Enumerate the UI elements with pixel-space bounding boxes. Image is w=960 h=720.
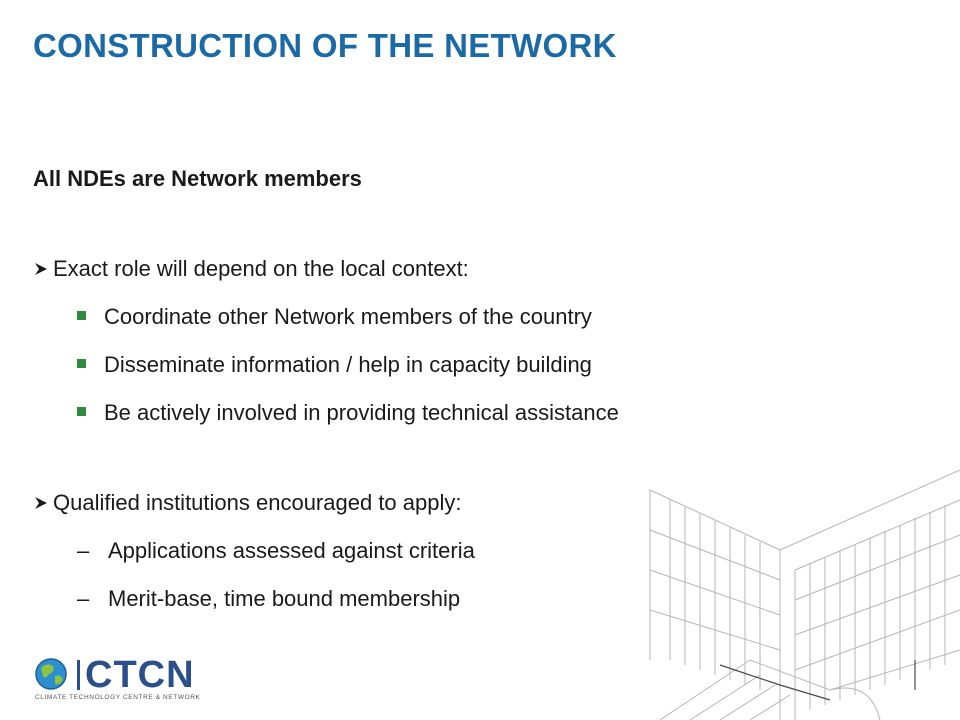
building-illustration: [649, 469, 960, 720]
square-bullet-icon: [77, 310, 86, 320]
list-item: – Merit-base, time bound membership: [77, 586, 460, 612]
dash-bullet: –: [77, 586, 90, 611]
list-item-text: Applications assessed against criteria: [108, 538, 475, 563]
logo-subtitle: CLIMATE TECHNOLOGY CENTRE & NETWORK: [35, 694, 201, 701]
dash-bullet: –: [77, 538, 90, 563]
section-heading: Exact role will depend on the local cont…: [33, 256, 469, 282]
list-item: Coordinate other Network members of the …: [77, 304, 592, 330]
ctcn-logo: CTCN CLIMATE TECHNOLOGY CENTRE & NETWORK: [33, 654, 213, 704]
list-item: – Applications assessed against criteria: [77, 538, 475, 564]
logo-wordmark: CTCN: [85, 654, 195, 696]
section-heading-text: Qualified institutions encouraged to app…: [53, 490, 462, 515]
logo-divider: [77, 660, 80, 690]
square-bullet-icon: [77, 358, 86, 368]
list-item-text: Coordinate other Network members of the …: [104, 304, 592, 329]
section-heading: Qualified institutions encouraged to app…: [33, 490, 461, 516]
list-item-text: Be actively involved in providing techni…: [104, 400, 619, 425]
slide-title: CONSTRUCTION OF THE NETWORK: [33, 27, 617, 64]
lead-statement: All NDEs are Network members: [33, 166, 362, 191]
list-item-text: Disseminate information / help in capaci…: [104, 352, 592, 377]
list-item: Disseminate information / help in capaci…: [77, 352, 592, 378]
arrow-bullet-icon: [35, 263, 47, 275]
list-item-text: Merit-base, time bound membership: [108, 586, 461, 611]
arrow-bullet-icon: [35, 497, 47, 509]
list-item: Be actively involved in providing techni…: [77, 400, 619, 426]
globe-icon: [35, 658, 67, 690]
section-heading-text: Exact role will depend on the local cont…: [53, 256, 469, 281]
square-bullet-icon: [77, 406, 86, 416]
